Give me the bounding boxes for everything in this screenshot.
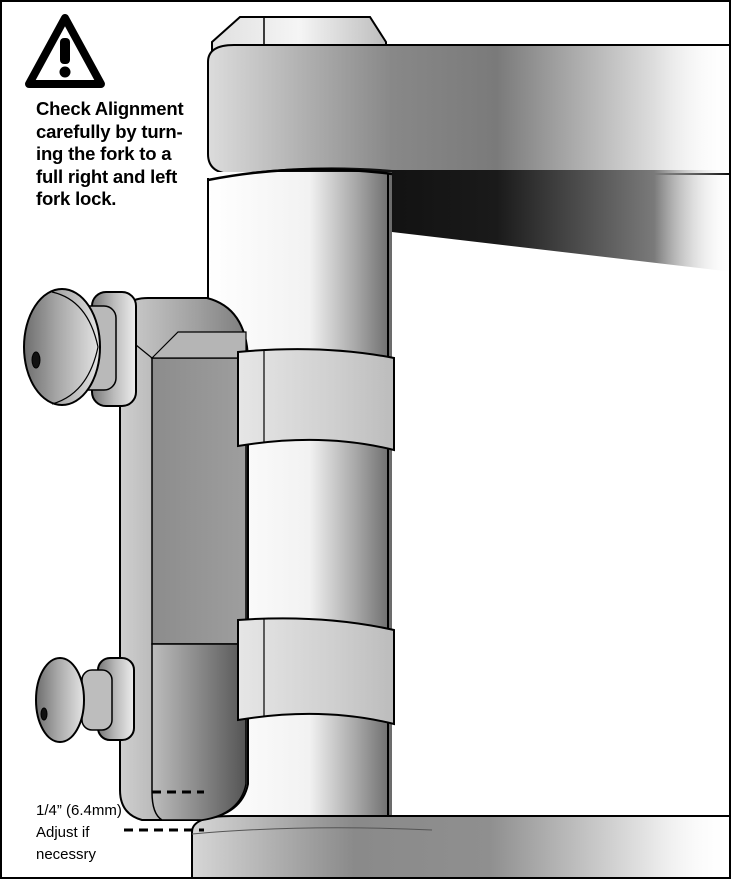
measurement-line: 1/4” (6.4mm) [36, 802, 122, 819]
upper-stop-knob [23, 288, 137, 407]
lower-stop-knob [35, 657, 135, 743]
gap-dimension-lines [124, 790, 204, 832]
warning-triangle-icon [25, 14, 105, 88]
measurement-line: Adjust if [36, 824, 90, 841]
lower-triple-clamp [191, 815, 729, 877]
alignment-warning-text: Check Alignment carefully by turn- ing t… [36, 98, 211, 211]
warning-line: carefully by turn- [36, 120, 183, 142]
warning-line: ing the fork to a [36, 143, 172, 164]
warning-line: fork lock. [36, 188, 117, 209]
warning-line: full right and left [36, 165, 178, 187]
measurement-line: necessry [36, 846, 97, 863]
gap-measurement-label: 1/4” (6.4mm) Adjust if necessry [36, 800, 166, 866]
lower-strap [237, 617, 395, 726]
warning-line: Check Alignment [36, 98, 184, 119]
upper-strap [237, 348, 395, 452]
upper-triple-clamp [207, 44, 729, 175]
fork-stop-bracket [119, 297, 249, 821]
